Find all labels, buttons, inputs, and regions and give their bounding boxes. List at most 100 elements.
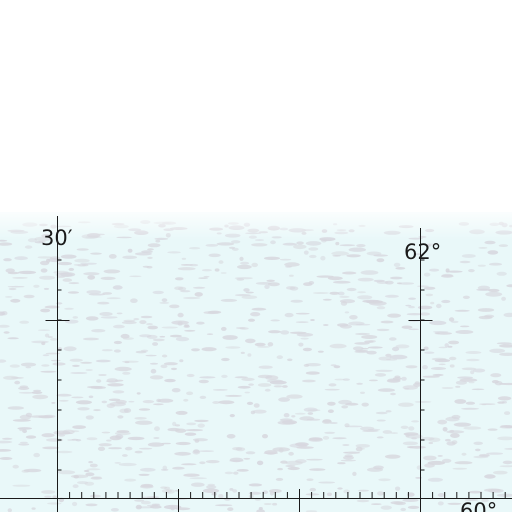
ice-texture-mark <box>149 362 159 365</box>
ice-texture-mark <box>240 261 250 265</box>
ice-texture-mark <box>361 335 378 339</box>
ice-texture-mark <box>127 248 133 253</box>
ice-texture-mark <box>309 254 317 259</box>
ice-texture-mark <box>86 437 98 441</box>
ice-texture-mark <box>7 285 25 288</box>
ice-texture-mark <box>264 388 271 392</box>
ice-texture-mark <box>400 507 407 512</box>
ice-texture-mark <box>233 471 239 475</box>
ice-texture-mark <box>427 460 446 465</box>
ice-texture-mark <box>452 467 468 470</box>
ice-texture-mark <box>477 308 495 312</box>
ice-texture-mark <box>58 399 69 402</box>
ice-texture-mark <box>191 348 200 352</box>
ice-texture-mark <box>506 284 512 288</box>
ice-texture-mark <box>450 433 460 438</box>
grid-ticks <box>45 259 506 512</box>
ice-texture-mark <box>85 316 99 321</box>
ice-texture-mark <box>408 297 416 300</box>
ice-texture-mark <box>72 501 78 507</box>
ice-texture-mark <box>420 243 438 246</box>
ice-texture-mark <box>199 376 216 379</box>
ice-texture-mark <box>316 275 334 278</box>
ice-texture-mark <box>18 391 35 394</box>
ice-texture-mark <box>71 438 79 441</box>
ice-texture-mark <box>241 377 255 381</box>
ice-texture-mark <box>103 269 121 274</box>
ice-texture-mark <box>376 258 385 263</box>
ice-texture-mark <box>68 282 80 285</box>
ice-texture-mark <box>461 452 467 456</box>
ice-texture-mark <box>360 270 379 275</box>
ice-texture-mark <box>411 437 417 440</box>
ice-texture-mark <box>444 343 449 348</box>
ice-texture-mark <box>239 327 249 330</box>
ice-texture-mark <box>324 388 340 391</box>
ice-texture-mark <box>75 400 92 405</box>
ice-texture-mark <box>208 253 221 258</box>
ice-texture-mark <box>337 291 345 296</box>
ice-texture-mark <box>497 436 512 441</box>
ice-texture-mark <box>169 334 182 338</box>
ice-texture-mark <box>408 426 415 431</box>
ice-texture-mark <box>445 438 451 442</box>
ice-texture-mark <box>430 301 435 305</box>
ice-texture-mark <box>62 278 73 282</box>
ice-texture-mark <box>106 403 116 409</box>
ice-texture-mark <box>1 437 13 440</box>
ice-texture-mark <box>499 465 512 468</box>
ice-texture-mark <box>37 256 53 259</box>
ice-texture-mark <box>19 428 24 432</box>
ice-texture-mark <box>332 255 341 257</box>
ice-texture-mark <box>312 292 329 294</box>
ice-texture-mark <box>341 405 349 409</box>
ice-texture-mark <box>224 394 243 397</box>
ice-texture-mark <box>205 460 220 464</box>
ice-texture-mark <box>346 254 361 258</box>
ice-texture-mark <box>496 342 512 345</box>
ice-texture-mark <box>138 408 151 411</box>
ice-texture-mark <box>348 247 366 252</box>
ice-texture-mark <box>130 298 138 304</box>
ice-texture-mark <box>47 502 62 505</box>
ice-texture-mark <box>389 354 408 360</box>
ice-texture-mark <box>326 492 332 497</box>
ice-texture-mark <box>454 309 470 312</box>
ice-texture-mark <box>447 502 462 505</box>
ice-texture-mark <box>149 505 162 509</box>
ice-texture-mark <box>317 350 324 353</box>
ice-texture-mark <box>504 411 511 415</box>
ice-texture-mark <box>198 277 209 279</box>
ice-texture-mark <box>364 340 374 344</box>
ice-texture-mark <box>25 435 37 439</box>
ice-texture-mark <box>53 430 71 435</box>
ice-texture-mark <box>401 376 407 381</box>
ice-texture-mark <box>339 244 356 247</box>
ice-texture-mark <box>437 493 445 497</box>
ice-texture-mark <box>216 242 235 246</box>
ice-texture-mark <box>432 373 444 377</box>
ice-texture-mark <box>305 241 322 246</box>
ice-texture-mark <box>98 443 112 447</box>
ice-texture-mark <box>344 311 350 314</box>
ice-texture-mark <box>72 425 86 429</box>
ice-texture-mark <box>122 360 139 363</box>
ice-texture-mark <box>466 358 480 362</box>
ice-texture-mark <box>429 320 447 326</box>
ice-texture-mark <box>183 296 201 300</box>
ice-texture-mark <box>221 326 227 331</box>
ice-texture-mark <box>430 367 447 370</box>
ice-texture-mark <box>400 425 409 429</box>
ice-texture-mark <box>248 383 254 386</box>
ice-texture-mark <box>100 276 116 280</box>
ice-texture-mark <box>395 344 410 349</box>
ice-texture-mark <box>52 362 66 366</box>
ice-texture-mark <box>343 489 350 494</box>
ice-texture-mark <box>488 262 503 266</box>
ice-texture-mark <box>101 400 108 404</box>
ice-texture-mark <box>344 423 350 428</box>
ice-texture-mark <box>496 271 507 276</box>
ice-texture-mark <box>106 378 119 383</box>
ice-texture-mark <box>389 337 397 341</box>
ice-texture-mark <box>488 288 500 293</box>
